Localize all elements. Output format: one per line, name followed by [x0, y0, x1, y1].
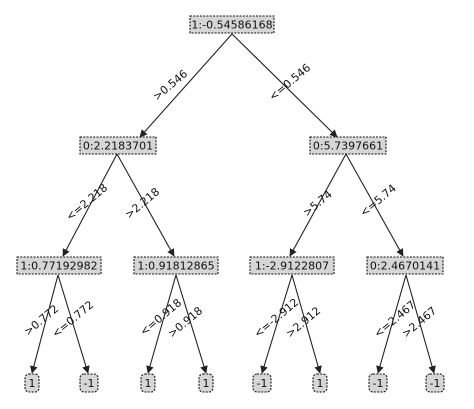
edge-l-ll: [62, 153, 118, 257]
edge-root-right: [231, 33, 338, 138]
edge-rr-b: [405, 274, 436, 374]
leaf-rr-b: -1: [425, 373, 445, 393]
leaf-ll-a-label: 1: [29, 377, 36, 390]
leaf-ll-b-label: -1: [84, 377, 95, 390]
node-root-label: 1:-0.54586168: [191, 19, 272, 32]
edge-label-r-rr: <=5.74: [358, 182, 399, 220]
node-l: 0:2.2183701: [79, 136, 157, 155]
leaf-ll-a: 1: [24, 373, 40, 393]
edge-root-left: [139, 33, 233, 138]
leaf-rl-a-label: -1: [257, 377, 268, 390]
node-r: 0:5.7397661: [309, 136, 387, 155]
edge-labels: >0.546 <=0.546 <=2.218 >2.218 >5.74 <=5.…: [22, 61, 440, 340]
node-l-label: 0:2.2183701: [83, 140, 153, 153]
edge-lr-b: [175, 274, 208, 374]
edge-label-l-lr: >2.218: [123, 185, 163, 221]
node-rl: 1:-2.9122807: [249, 256, 335, 275]
leaf-rl-a: -1: [252, 373, 272, 393]
edges: [30, 33, 436, 374]
leaf-lr-a: 1: [140, 373, 156, 393]
node-rl-label: 1:-2.9122807: [255, 260, 329, 273]
node-ll-label: 1:0.77192982: [20, 260, 97, 273]
leaf-ll-b: -1: [79, 373, 99, 393]
edge-l-lr: [116, 153, 175, 257]
node-rr: 0:2.4670141: [366, 256, 444, 275]
edge-ll-a: [30, 274, 59, 374]
node-root: 1:-0.54586168: [189, 15, 275, 34]
edge-lr-a: [146, 274, 177, 374]
node-lr: 1:0.91812865: [133, 256, 219, 275]
edge-label-root-right: <=0.546: [267, 61, 314, 103]
leaf-rr-a: -1: [368, 373, 388, 393]
node-r-label: 0:5.7397661: [313, 140, 383, 153]
edge-rl-a: [260, 274, 293, 374]
leaf-rr-a-label: -1: [373, 377, 384, 390]
edge-ll-b: [57, 274, 90, 374]
node-lr-label: 1:0.91812865: [137, 260, 214, 273]
node-ll: 1:0.77192982: [16, 256, 102, 275]
edge-r-rl: [289, 153, 347, 257]
leaf-rr-b-label: -1: [430, 377, 441, 390]
leaf-lr-b-label: 1: [203, 377, 210, 390]
edge-label-root-left: >0.546: [151, 67, 191, 103]
edge-rr-a: [376, 274, 407, 374]
edge-label-l-ll: <=2.218: [64, 181, 111, 223]
edge-rl-b: [291, 274, 322, 374]
edge-r-rr: [345, 153, 404, 257]
leaf-lr-a-label: 1: [145, 377, 152, 390]
edge-label-r-rl: >5.74: [301, 188, 335, 220]
node-rr-label: 0:2.4670141: [370, 260, 440, 273]
leaf-lr-b: 1: [198, 373, 214, 393]
leaf-rl-b: 1: [312, 373, 328, 393]
leaf-rl-b-label: 1: [317, 377, 324, 390]
edge-label-ll-b: <=0.772: [50, 298, 97, 340]
